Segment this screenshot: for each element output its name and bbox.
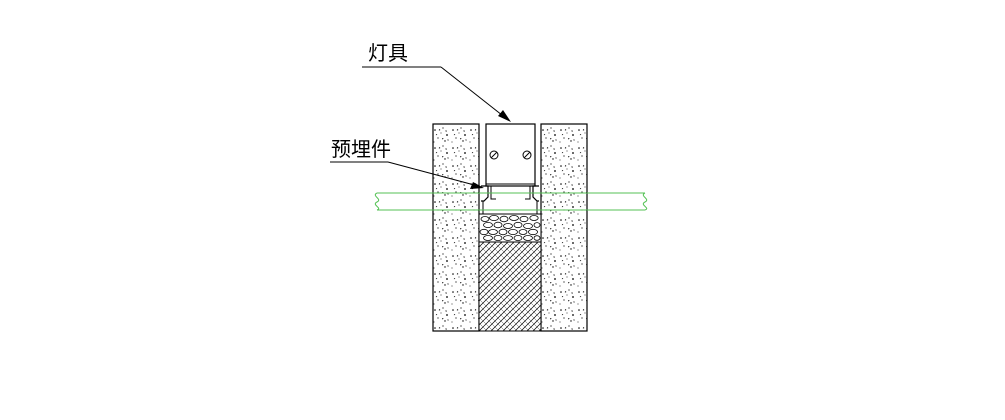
- gravel-layer: [478, 213, 542, 243]
- embedded-part-left-inner: [490, 186, 496, 200]
- embedded-part-right: [532, 185, 539, 202]
- embedded-part-leader: [330, 161, 484, 189]
- sand-fill-layer: [478, 241, 542, 332]
- label-embedded-part: 预埋件: [331, 137, 391, 161]
- screw-icon: [522, 150, 532, 160]
- fixture-leader: [362, 66, 511, 122]
- label-fixture: 灯具: [368, 41, 408, 65]
- embedded-part-right-inner: [525, 186, 531, 200]
- left-concrete-wall: [432, 123, 480, 332]
- screw-icon: [489, 150, 499, 160]
- right-concrete-wall: [540, 123, 588, 332]
- rebar: [374, 192, 648, 211]
